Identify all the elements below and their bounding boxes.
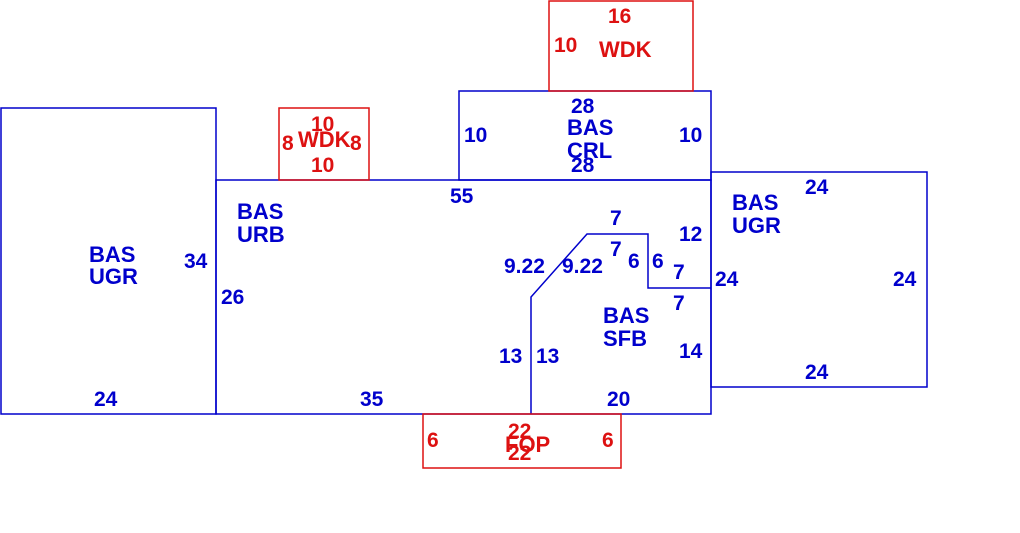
- dim-sfb-right-upper: 12: [679, 223, 702, 246]
- wdk-top-label: WDK: [599, 37, 652, 62]
- dim-wdk-small-bottom: 10: [311, 154, 334, 177]
- bas-ugr-left-label-line1: BAS: [89, 242, 135, 267]
- dim-sfb-step-lower: 7: [673, 292, 685, 315]
- wdk-top-outline: [548, 0, 694, 92]
- dim-sfb-diag-left: 9.22: [504, 255, 545, 278]
- dim-fop-top: 22: [508, 420, 531, 443]
- dim-wdk-small-top: 10: [311, 113, 334, 136]
- dim-sfb-diag-right: 9.22: [562, 255, 603, 278]
- bas-sfb-label-line2: SFB: [603, 326, 647, 351]
- bas-sfb-outline: [530, 233, 711, 414]
- bas-ugr-right-label-line2: UGR: [732, 213, 781, 238]
- bas-urb-label-line2: URB: [237, 222, 285, 247]
- dim-ugr-left-right: 34: [184, 250, 208, 273]
- bas-ugr-right-label-line1: BAS: [732, 190, 778, 215]
- dim-sfb-left-outer: 13: [499, 345, 522, 368]
- dim-fop-bottom: 22: [508, 442, 531, 465]
- dim-crl-top: 28: [571, 95, 595, 118]
- dim-sfb-inner-top: 7: [610, 238, 622, 261]
- dim-crl-left: 10: [464, 124, 487, 147]
- dim-sfb-left-inner: 13: [536, 345, 559, 368]
- dim-fop-right: 6: [602, 429, 614, 452]
- dim-sfb-bottom: 20: [607, 388, 630, 411]
- dim-urb-top: 55: [450, 185, 474, 208]
- dim-ugr-right-left: 24: [715, 268, 739, 291]
- dim-fop-left: 6: [427, 429, 439, 452]
- dim-sfb-top: 7: [610, 207, 622, 230]
- bas-urb-label-line1: BAS: [237, 199, 283, 224]
- bas-ugr-left-label-line2: UGR: [89, 264, 138, 289]
- wdk-small-label: WDK: [298, 127, 351, 152]
- bas-sfb-label-line1: BAS: [603, 303, 649, 328]
- fop-label: FOP: [505, 432, 550, 457]
- dim-ugr-left-bottom: 24: [94, 388, 118, 411]
- bas-crl-label-line1: BAS: [567, 115, 613, 140]
- dim-sfb-step-upper: 7: [673, 261, 685, 284]
- dim-wdk-small-left: 8: [282, 132, 294, 155]
- dim-crl-right: 10: [679, 124, 702, 147]
- bas-crl-label-line2: CRL: [567, 138, 612, 163]
- dim-wdk-small-right: 8: [350, 132, 362, 155]
- dim-ugr-right-right: 24: [893, 268, 917, 291]
- dim-sfb-notch-left: 6: [628, 250, 640, 273]
- dim-wdk-top-left: 10: [554, 34, 577, 57]
- dim-ugr-right-bottom: 24: [805, 361, 829, 384]
- dim-crl-bottom: 28: [571, 154, 595, 177]
- dim-urb-left: 26: [221, 286, 244, 309]
- dim-urb-bottom: 35: [360, 388, 384, 411]
- fop-outline: [422, 413, 622, 469]
- dim-ugr-right-top: 24: [805, 176, 829, 199]
- wdk-small-outline: [278, 107, 370, 181]
- dim-sfb-notch-right: 6: [652, 250, 664, 273]
- dim-wdk-top-top: 16: [608, 5, 631, 28]
- bas-ugr-right-outline: [710, 171, 928, 388]
- dim-sfb-right-lower: 14: [679, 340, 703, 363]
